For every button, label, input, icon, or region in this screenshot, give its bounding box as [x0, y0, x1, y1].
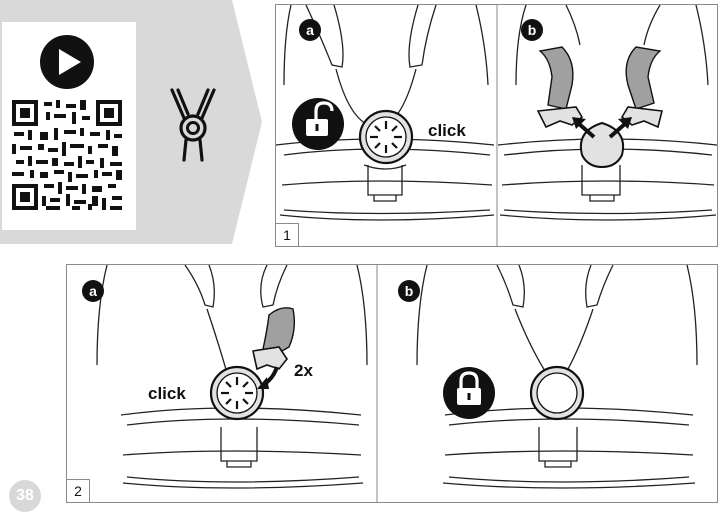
buckle-locked [529, 365, 585, 421]
step-2-number: 2 [67, 479, 90, 502]
buckle-unlocked [358, 109, 414, 165]
play-icon[interactable] [40, 35, 94, 89]
step-2-panel: a b click 2x 2 [66, 264, 718, 503]
page-number: 38 [9, 480, 41, 512]
released-straps [536, 46, 663, 129]
insert-arrow-icon [257, 366, 279, 389]
step-1-illustration [276, 5, 717, 246]
step-1-panel: a b click 1 [275, 4, 718, 247]
step-2a-click-label: click [148, 384, 186, 403]
step-1b-badge: b [521, 19, 543, 41]
step-1a-click-label: click [428, 121, 466, 140]
step-2b-badge: b [398, 280, 420, 302]
unlocked-padlock-icon [292, 98, 344, 150]
step-2a-repeat-label: 2x [294, 361, 313, 380]
step-2-illustration [96, 265, 698, 502]
step-1-number: 1 [276, 223, 299, 246]
outward-arrows-icon [572, 117, 632, 139]
qr-code-icon[interactable] [12, 100, 122, 210]
step-1a-badge: a [299, 19, 321, 41]
inserting-strap [252, 307, 296, 371]
step-2a-badge: a [82, 280, 104, 302]
qr-card [2, 22, 136, 230]
locked-padlock-icon [443, 367, 495, 419]
harness-buckle-icon [170, 88, 216, 162]
buckle-clicking [209, 365, 265, 421]
